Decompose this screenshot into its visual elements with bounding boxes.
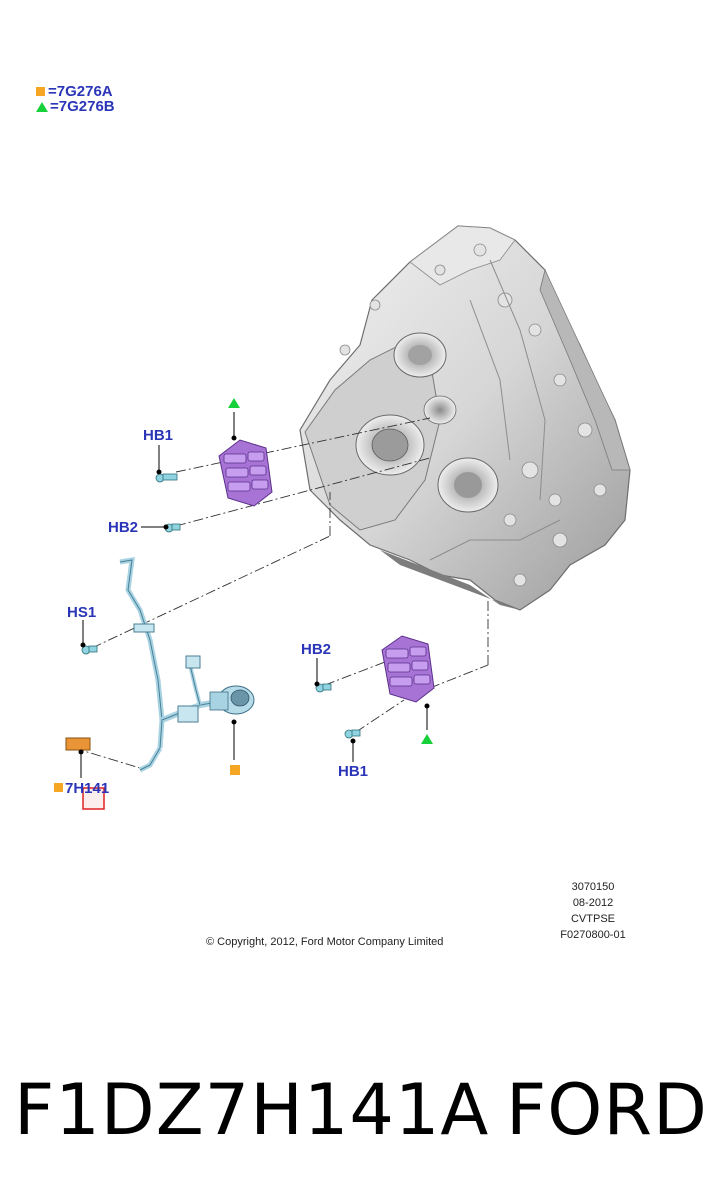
legend-row-7g276b: =7G276B [36,99,115,114]
illustration-date: 08-2012 [572,897,614,909]
highlight-box [82,787,105,810]
brand-name: FORD [506,1069,708,1151]
lower-mounting-bracket [381,635,435,703]
connector-7h141 [65,737,91,751]
leader-lines [73,417,489,769]
callout-hb2-lower: HB2 [301,641,332,658]
orange-square-icon [36,87,45,96]
green-triangle-icon [36,101,48,112]
callout-hb1-lower: HB1 [338,763,369,780]
transmission-exploded-diagram [54,225,631,810]
orange-square-marker-7h141 [54,783,63,792]
speed-sensor [209,685,255,715]
fasteners [81,473,361,739]
illustration-figure-code: F0270800-01 [560,929,626,941]
orange-square-marker-sensor [230,765,240,775]
copyright-notice: © Copyright, 2012, Ford Motor Company Li… [206,936,444,948]
callout-hs1: HS1 [67,604,97,621]
green-triangle-marker-lower [421,734,433,744]
legend-row-7g276a: =7G276A [36,84,113,99]
transmission-housing [299,225,631,611]
illustration-number: 3070150 [571,881,615,893]
callout-7h141: 7H141 [65,780,110,797]
upper-mounting-bracket [218,439,273,507]
green-triangle-marker-upper [228,398,240,408]
illustration-metadata: 3070150 08-2012 CVTPSE F0270800-01 [548,879,638,943]
callout-hb1-upper: HB1 [143,427,174,444]
callout-hb2-upper: HB2 [108,519,139,536]
illustration-model: CVTPSE [570,913,615,925]
wiring-harness-assembly [119,556,231,773]
callout-ticks [78,412,430,778]
legend-label-7g276a: =7G276A [48,83,113,100]
part-number: F1DZ7H141A [14,1069,490,1151]
legend-label-7g276b: =7G276B [50,98,115,115]
